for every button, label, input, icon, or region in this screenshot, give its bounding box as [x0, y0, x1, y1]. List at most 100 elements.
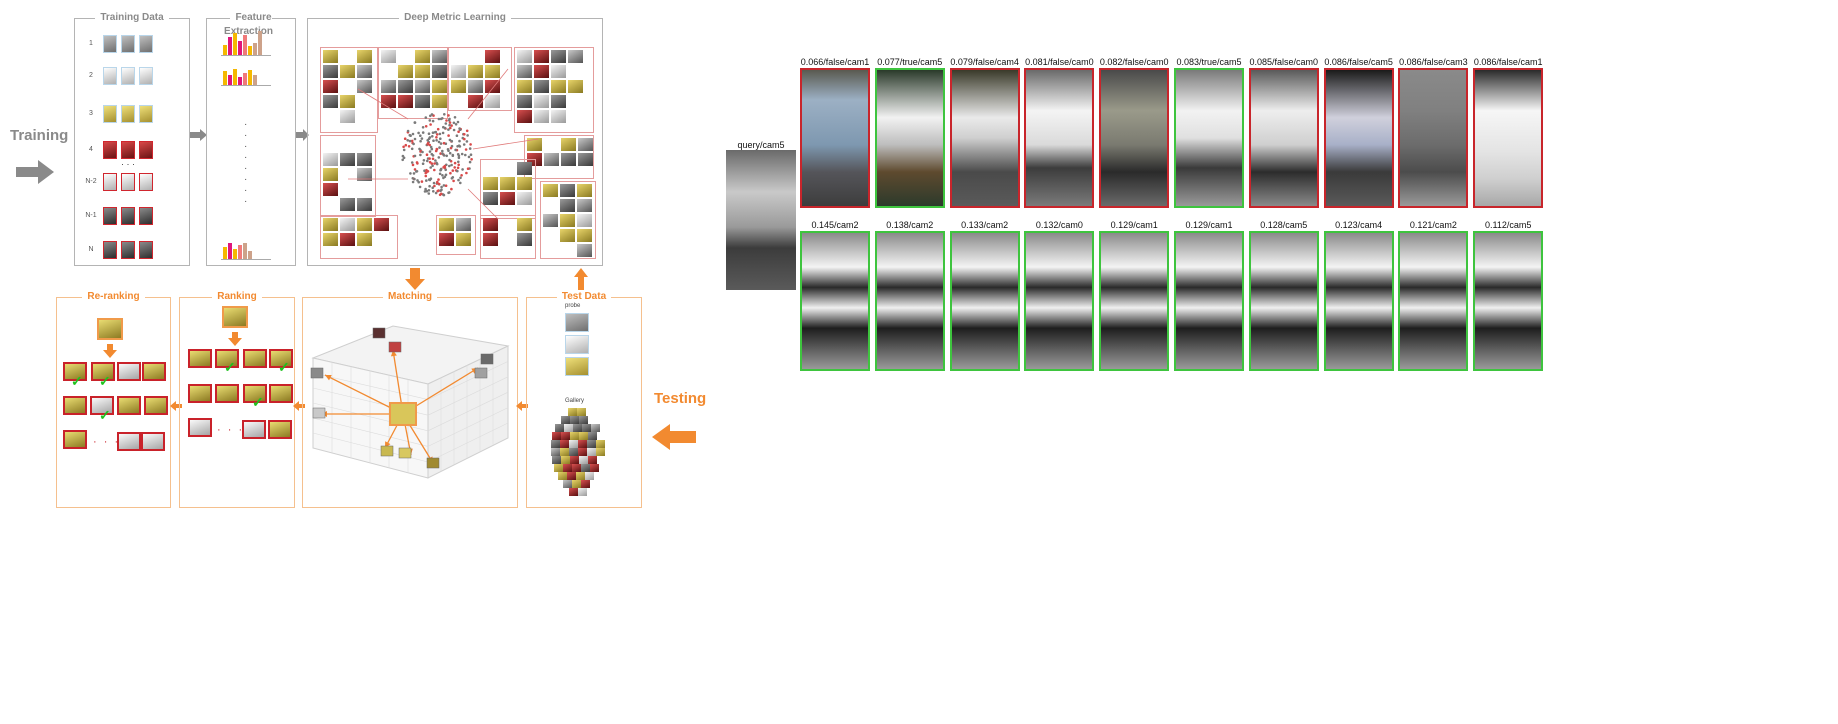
embedding-tile — [500, 177, 515, 190]
embedding-point — [424, 187, 427, 191]
gallery-tile — [558, 472, 567, 480]
result-image-match — [1473, 231, 1544, 371]
gallery-tile — [581, 480, 590, 488]
gallery-tile — [551, 440, 560, 448]
ranked-thumbnail — [243, 384, 267, 403]
embedding-point — [459, 181, 462, 185]
probe-thumbnail — [565, 335, 589, 354]
embedding-point — [469, 143, 472, 146]
gallery-tile — [555, 424, 564, 432]
training-row-label: N — [88, 246, 94, 253]
gallery-tile — [570, 456, 579, 464]
embedding-tile — [543, 184, 558, 197]
ranked-thumbnail — [142, 362, 166, 381]
embedding-point — [439, 137, 442, 140]
embedding-point — [457, 160, 460, 164]
embedding-point — [456, 145, 459, 148]
gallery-tile — [570, 432, 579, 440]
embedding-point — [437, 140, 441, 144]
embedding-cluster — [514, 47, 594, 133]
training-row-label: 2 — [89, 72, 93, 79]
check-icon: ✓ — [99, 407, 111, 423]
training-thumbnail — [139, 173, 153, 191]
embedding-tile — [357, 65, 372, 78]
training-row-label: 3 — [89, 110, 93, 117]
gallery-tile — [579, 432, 588, 440]
embedding-point — [424, 116, 428, 119]
embedding-cluster — [524, 135, 594, 179]
embedding-point — [444, 122, 448, 125]
embedding-point — [423, 190, 427, 193]
embedding-tile — [485, 50, 500, 63]
embedding-point — [436, 180, 439, 184]
probe-label: probe — [565, 303, 581, 309]
embedding-point — [437, 178, 440, 181]
embedding-tile — [517, 65, 532, 78]
embedding-point — [443, 175, 447, 179]
training-arrow-icon — [16, 160, 54, 184]
embedding-point — [451, 169, 455, 172]
embedding-point — [437, 117, 441, 121]
embedding-point — [407, 145, 411, 148]
embedding-point — [427, 132, 431, 135]
embedding-point — [441, 149, 444, 153]
embedding-tile — [560, 229, 575, 242]
embedding-point — [411, 180, 415, 184]
embedding-point — [438, 146, 441, 149]
embedding-point — [450, 163, 453, 167]
embedding-tile — [456, 233, 471, 246]
test-data-panel: Test Data probe Gallery — [526, 291, 642, 508]
training-thumbnail — [103, 141, 117, 159]
training-row-label: 1 — [89, 40, 93, 47]
embedding-point — [450, 124, 453, 127]
gallery-tile — [560, 448, 569, 456]
training-thumbnail — [139, 35, 153, 53]
result-label: 0.086/false/cam3 — [1399, 57, 1468, 67]
result-label: 0.129/cam1 — [1110, 220, 1158, 230]
embedding-tile — [439, 218, 454, 231]
ranked-thumbnail — [144, 396, 168, 415]
embedding-tile — [323, 50, 338, 63]
embedding-point — [442, 141, 446, 145]
embedding-cluster — [480, 215, 536, 259]
result-label: 0.138/cam2 — [886, 220, 934, 230]
embedding-point — [430, 113, 434, 116]
gallery-tile — [552, 456, 561, 464]
result-image-nonmatch — [1398, 68, 1469, 208]
embedding-tile — [485, 95, 500, 108]
training-thumbnail — [103, 207, 117, 225]
result-image-nonmatch — [1473, 68, 1544, 208]
embedding-point — [416, 179, 419, 182]
embedding-point — [458, 145, 462, 148]
embedding-point — [401, 158, 404, 162]
feature-histogram — [221, 29, 271, 56]
deep-metric-learning-panel: Deep Metric Learning — [307, 12, 603, 266]
embedding-point — [453, 166, 456, 169]
result-image-nonmatch — [1099, 68, 1170, 208]
training-thumbnail — [139, 105, 153, 123]
embedding-point — [402, 145, 405, 149]
embedding-point — [465, 140, 469, 143]
embedding-point — [411, 163, 415, 167]
embedding-point — [448, 164, 451, 168]
embedding-point — [439, 152, 442, 155]
embedding-point — [457, 130, 460, 133]
embedding-point — [461, 168, 464, 171]
embedding-tile — [456, 218, 471, 231]
arrow-right-icon — [296, 129, 309, 141]
result-image-match — [1323, 231, 1394, 371]
embedding-tile — [323, 80, 338, 93]
embedding-point — [458, 128, 462, 131]
embedding-tile — [534, 50, 549, 63]
ranked-thumbnail — [269, 349, 293, 368]
ranking-title: Ranking — [212, 291, 262, 302]
ellipsis: · · · — [217, 424, 245, 436]
ranked-thumbnail — [63, 362, 87, 381]
embedding-point — [431, 157, 435, 161]
embedding-tile — [323, 233, 338, 246]
embedding-cluster — [448, 47, 512, 111]
ellipsis: · · · — [93, 436, 121, 448]
training-thumbnail — [103, 173, 117, 191]
embedding-tile — [517, 80, 532, 93]
embedding-point — [456, 166, 460, 170]
